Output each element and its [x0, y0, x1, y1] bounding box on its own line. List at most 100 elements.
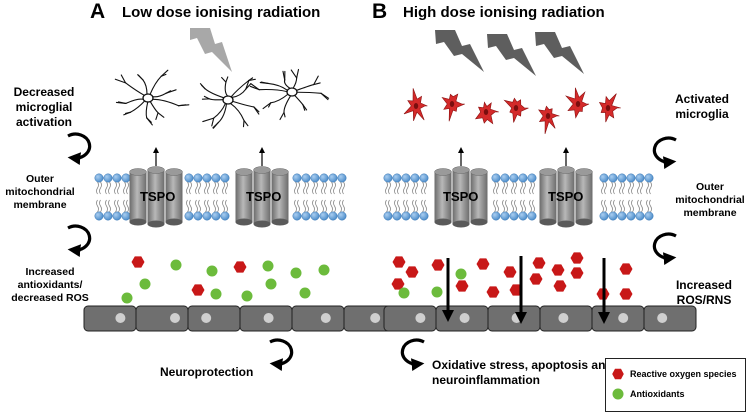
tspo-label-a1: TSPO: [140, 189, 176, 204]
activated-microglia-icon: [403, 88, 428, 122]
phospholipid-icon: [337, 173, 347, 221]
legend-antioxidants-label: Antioxidants: [630, 389, 685, 399]
cell-icon: [539, 305, 593, 332]
antioxidant-circle-icon: [139, 278, 151, 290]
resting-microglia-icon: [249, 68, 330, 121]
activated-microglia-icon: [474, 101, 499, 125]
activated-microglia-label: Activated microglia: [674, 92, 730, 121]
antioxidant-circle-icon: [206, 265, 218, 277]
phospholipid-icon: [310, 173, 320, 221]
tspo-channels: [129, 147, 593, 228]
activated-microglia-icon: [598, 93, 621, 123]
cell-icon: [291, 305, 345, 332]
phospholipid-icon: [392, 173, 402, 221]
cell-row-a: [83, 305, 397, 332]
ros-hexagon-icon: [131, 256, 145, 268]
activated-microglia-icon: [441, 93, 465, 122]
panel-letter-a: A: [90, 0, 106, 23]
cell-icon: [487, 305, 541, 332]
phospholipid-icon: [608, 173, 618, 221]
phospholipid-icon: [401, 173, 411, 221]
phospholipid-icon: [121, 173, 131, 221]
cell-icon: [135, 305, 189, 332]
tspo-channel-icon: [235, 147, 289, 228]
ros-hexagon-icon: [431, 259, 445, 271]
oxidative-stress-label: Oxidative stress, apoptosis and neuroinf…: [432, 358, 613, 387]
curved-arrow-icon: [67, 224, 92, 257]
tspo-channel-icon: [129, 147, 183, 228]
resting-microglia-icon: [199, 76, 260, 129]
outer-membrane-label-a: Outer mitochondrial membrane: [5, 173, 75, 211]
neuroprotection-label: Neuroprotection: [160, 365, 254, 379]
antioxidant-circle-icon: [398, 287, 410, 299]
ros-hexagon-icon: [570, 267, 584, 279]
curved-arrow-icon: [67, 132, 92, 165]
ros-hexagon-icon: [509, 284, 523, 296]
antioxidant-circle-icon: [170, 259, 182, 271]
cell-icon: [591, 305, 645, 332]
cell-icon: [435, 305, 489, 332]
tspo-label-b2: TSPO: [548, 189, 584, 204]
activated-microglia-group: [403, 87, 621, 134]
ros-hexagon-icon: [503, 266, 517, 278]
ros-hexagon-icon: [619, 288, 633, 300]
resting-microglia-icon: [114, 69, 190, 126]
down-arrows: [442, 256, 610, 324]
phospholipid-icon: [292, 173, 302, 221]
antioxidant-circle-icon: [265, 278, 277, 290]
ros-hexagon-icon: [486, 286, 500, 298]
ros-hexagon-icon: [391, 278, 405, 290]
phospholipid-icon: [527, 173, 537, 221]
lightning-bolt-icon-high-1: [435, 30, 484, 72]
phospholipid-icon: [94, 173, 104, 221]
antioxidant-circle-icon: [241, 290, 253, 302]
tspo-channel-icon: [539, 147, 593, 228]
ros-hexagon-icon: [619, 263, 633, 275]
cell-icon: [239, 305, 293, 332]
antioxidant-circle-icon: [299, 287, 311, 299]
ros-hexagon-icon: [476, 258, 490, 270]
phospholipid-icon: [193, 173, 203, 221]
curved-arrow-icon: [652, 136, 677, 169]
outer-membrane-label-b: Outer mitochondrial membrane: [675, 181, 745, 219]
phospholipid-icon: [500, 173, 510, 221]
curved-arrow-icon: [400, 338, 425, 371]
panel-letter-b: B: [372, 0, 388, 23]
curved-arrow-icon: [269, 338, 294, 371]
antioxidant-circle-icon: [210, 288, 222, 300]
antioxidant-circle-icon: [290, 267, 302, 279]
lightning-bolt-icon-high-2: [487, 34, 536, 76]
phospholipid-icon: [617, 173, 627, 221]
phospholipid-icon: [509, 173, 519, 221]
ros-hexagon-icon: [191, 284, 205, 296]
ros-hexagon-icon: [405, 266, 419, 278]
cell-icon: [383, 305, 437, 332]
ros-hexagon-icon: [532, 257, 546, 269]
tspo-label-a2: TSPO: [246, 189, 282, 204]
panel-title-a: Low dose ionising radiation: [122, 4, 321, 21]
decreased-microglial-activation-label: Decreased microglial activation: [13, 85, 75, 129]
phospholipid-icon: [383, 173, 393, 221]
legend-row-ros: Reactive oxygen species: [612, 367, 737, 381]
increased-antioxidants-label: Increased antioxidants/ decreased ROS: [11, 266, 89, 304]
particles: [121, 252, 633, 304]
phospholipid-icon: [184, 173, 194, 221]
phospholipid-icon: [112, 173, 122, 221]
phospholipid-icon: [599, 173, 609, 221]
phospholipid-icon: [103, 173, 113, 221]
phospholipid-icon: [220, 173, 230, 221]
activated-microglia-icon: [503, 97, 529, 123]
cell-icon: [187, 305, 241, 332]
tspo-channel-icon: [434, 147, 488, 228]
phospholipid-icon: [635, 173, 645, 221]
resting-microglia-group: [114, 68, 330, 129]
phospholipid-icon: [626, 173, 636, 221]
tspo-label-b1: TSPO: [443, 189, 479, 204]
phospholipid-icon: [644, 173, 654, 221]
legend: Reactive oxygen species Antioxidants: [605, 358, 746, 412]
activated-microglia-icon: [538, 105, 560, 134]
antioxidant-circle-icon: [262, 260, 274, 272]
ros-hexagon-icon: [233, 261, 247, 273]
phospholipid-icon: [202, 173, 212, 221]
legend-row-antioxidants: Antioxidants: [612, 387, 685, 401]
